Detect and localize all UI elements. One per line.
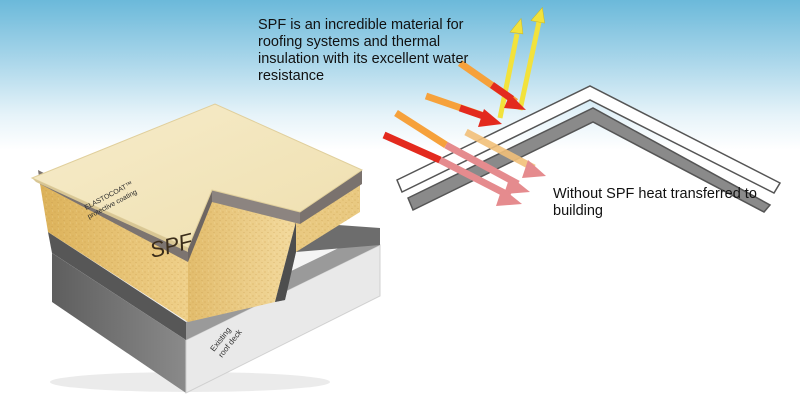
reflected-arrow-2 xyxy=(517,6,545,111)
passthrough-arrow-3 xyxy=(464,128,546,178)
passthrough-arrow-2 xyxy=(382,131,522,206)
roof-deck-side-left xyxy=(52,253,186,393)
roof-profile xyxy=(396,85,782,213)
passthrough-arrow-1 xyxy=(394,110,530,194)
heat-arrows xyxy=(382,6,546,206)
incoming-arrow-1 xyxy=(457,60,526,110)
roof-band-upper xyxy=(396,85,782,194)
incoming-arrow-2 xyxy=(424,92,502,127)
roof-layer-block xyxy=(30,103,381,394)
roof-band-lower xyxy=(407,107,772,213)
intro-caption: SPF is an incredible material for roofin… xyxy=(258,17,469,84)
reflected-arrow-1 xyxy=(497,17,524,119)
without-spf-caption: Without SPF heat transferred to building xyxy=(553,186,757,219)
